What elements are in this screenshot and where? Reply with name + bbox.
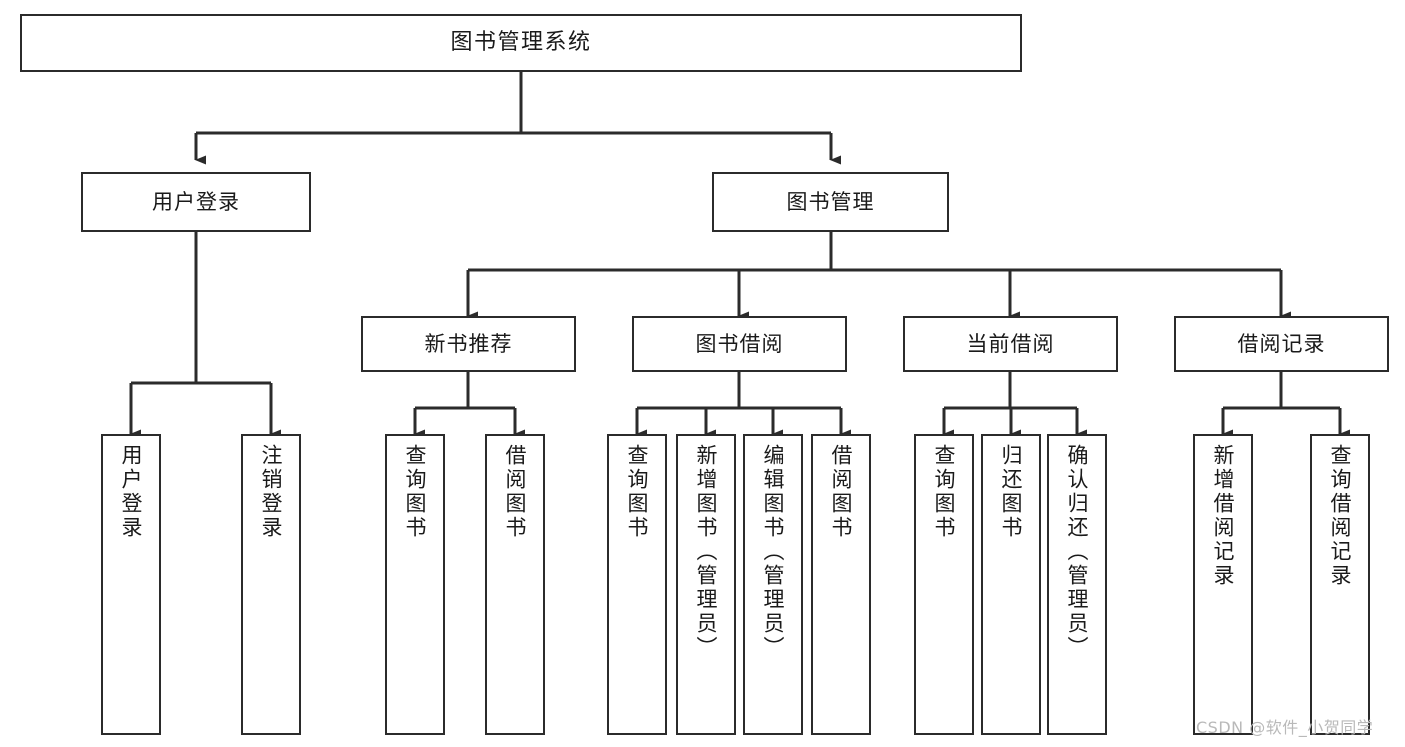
- node-label: 新书推荐: [424, 331, 513, 356]
- leaf-new-book-query-books[interactable]: 查询图书: [385, 434, 445, 735]
- leaf-book-borrow-borrow-books[interactable]: 借阅图书: [811, 434, 871, 735]
- leaf-current-borrow-query-books[interactable]: 查询图书: [914, 434, 974, 735]
- leaf-user-login-login[interactable]: 用户登录: [101, 434, 161, 735]
- node-label: 借阅记录: [1237, 331, 1326, 356]
- node-root-library-management-system[interactable]: 图书管理系统: [20, 14, 1022, 72]
- node-borrow-records[interactable]: 借阅记录: [1174, 316, 1389, 372]
- node-new-book-recommendation[interactable]: 新书推荐: [361, 316, 576, 372]
- node-label: 确认归还（管理员）: [1065, 444, 1090, 660]
- leaf-book-borrow-add-book-admin[interactable]: 新增图书（管理员）: [676, 434, 736, 735]
- node-label: 查询借阅记录: [1328, 444, 1353, 588]
- node-user-login[interactable]: 用户登录: [81, 172, 311, 232]
- node-label: 图书管理系统: [450, 30, 592, 56]
- node-current-borrowing[interactable]: 当前借阅: [903, 316, 1118, 372]
- node-label: 借阅图书: [829, 444, 854, 540]
- node-label: 查询图书: [932, 444, 957, 540]
- node-label: 编辑图书（管理员）: [761, 444, 786, 660]
- node-label: 新增图书（管理员）: [694, 444, 719, 660]
- leaf-user-login-logout[interactable]: 注销登录: [241, 434, 301, 735]
- leaf-new-book-borrow-books[interactable]: 借阅图书: [485, 434, 545, 735]
- leaf-borrow-record-add-record[interactable]: 新增借阅记录: [1193, 434, 1253, 735]
- node-book-management[interactable]: 图书管理: [712, 172, 949, 232]
- node-label: 图书管理: [786, 189, 875, 214]
- node-label: 查询图书: [625, 444, 650, 540]
- leaf-current-borrow-return-books[interactable]: 归还图书: [981, 434, 1041, 735]
- node-label: 当前借阅: [966, 331, 1055, 356]
- csdn-watermark: CSDN @软件_小贺同学: [1196, 718, 1374, 737]
- node-label: 新增借阅记录: [1211, 444, 1236, 588]
- node-label: 归还图书: [999, 444, 1024, 540]
- node-label: 用户登录: [152, 189, 240, 214]
- leaf-current-borrow-confirm-return-admin[interactable]: 确认归还（管理员）: [1047, 434, 1107, 735]
- leaf-borrow-record-query-record[interactable]: 查询借阅记录: [1310, 434, 1370, 735]
- node-book-borrowing[interactable]: 图书借阅: [632, 316, 847, 372]
- node-label: 注销登录: [259, 444, 284, 540]
- node-label: 用户登录: [119, 444, 144, 540]
- leaf-book-borrow-edit-book-admin[interactable]: 编辑图书（管理员）: [743, 434, 803, 735]
- leaf-book-borrow-query-books[interactable]: 查询图书: [607, 434, 667, 735]
- node-label: 查询图书: [403, 444, 428, 540]
- node-label: 借阅图书: [503, 444, 528, 540]
- node-label: 图书借阅: [695, 331, 784, 356]
